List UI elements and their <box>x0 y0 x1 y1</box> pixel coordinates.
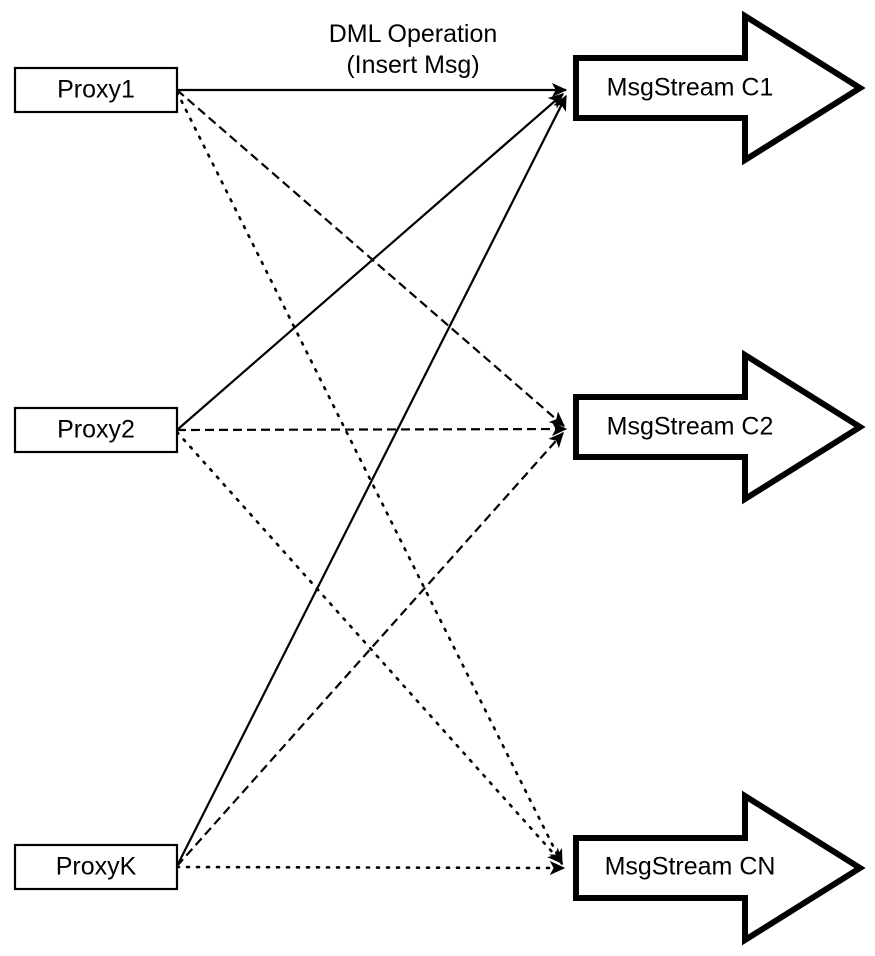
msgstream-cn-label: MsgStream CN <box>605 853 776 881</box>
edge-caption-line-1: DML Operation <box>329 20 498 48</box>
link-proxy1-to-msgstream-cn <box>175 90 564 866</box>
node-proxy1[interactable]: Proxy1 <box>13 66 179 114</box>
msgstream-cn-block-arrow-icon[interactable] <box>573 790 866 946</box>
link-proxyk-to-msgstream-c2 <box>176 432 564 867</box>
msgstream-nodes: MsgStream C1 MsgStream C2 MsgStream CN <box>573 10 866 946</box>
node-msgstream-c2[interactable]: MsgStream C2 <box>573 349 866 505</box>
msgstream-c2-label: MsgStream C2 <box>607 413 774 441</box>
proxy2-box[interactable] <box>13 406 179 454</box>
proxy2-label: Proxy2 <box>57 416 135 444</box>
msgstream-c1-label: MsgStream C1 <box>607 74 774 102</box>
edge-caption-line-2: (Insert Msg) <box>346 51 479 79</box>
link-proxy2-to-msgstream-cn <box>175 430 564 865</box>
link-proxyk-to-msgstream-c1 <box>176 94 567 867</box>
proxy-nodes: Proxy1 Proxy2 ProxyK <box>13 66 179 891</box>
node-proxy2[interactable]: Proxy2 <box>13 406 179 454</box>
proxyk-box[interactable] <box>13 843 179 891</box>
node-msgstream-cn[interactable]: MsgStream CN <box>573 790 866 946</box>
edge-caption-dml-operation: DML Operation (Insert Msg) <box>329 20 498 79</box>
msgstream-c2-block-arrow-icon[interactable] <box>573 349 866 505</box>
proxy1-label: Proxy1 <box>57 76 135 104</box>
link-proxy2-to-msgstream-c2 <box>176 421 568 437</box>
proxyk-label: ProxyK <box>56 853 137 881</box>
node-msgstream-c1[interactable]: MsgStream C1 <box>573 10 866 166</box>
link-proxy2-to-msgstream-c1 <box>176 93 564 431</box>
node-proxyk[interactable]: ProxyK <box>13 843 179 891</box>
link-proxyk-to-msgstream-cn <box>175 860 566 876</box>
proxy1-box[interactable] <box>13 66 179 114</box>
msgstream-c1-block-arrow-icon[interactable] <box>573 10 866 166</box>
link-layer <box>175 82 568 876</box>
link-proxy1-to-msgstream-c2 <box>176 89 565 427</box>
